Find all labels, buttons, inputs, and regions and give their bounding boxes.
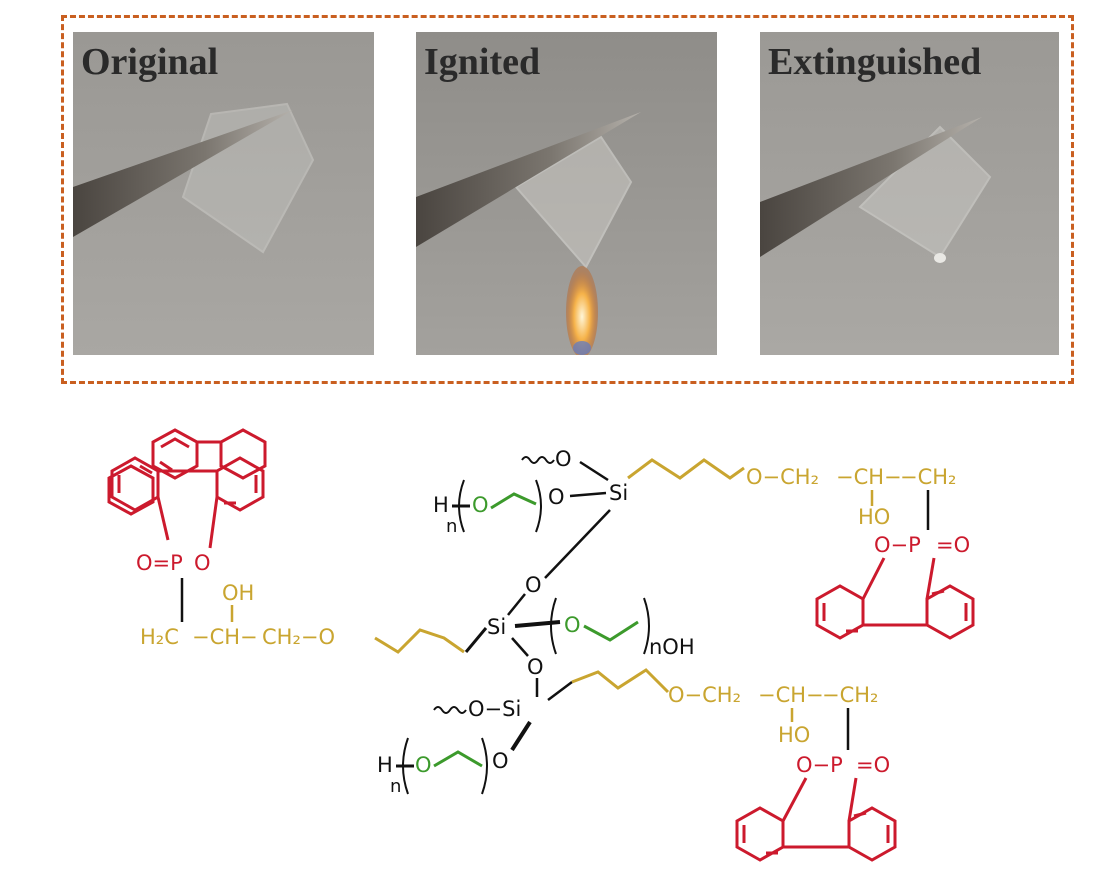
panel-label-original: Original bbox=[81, 41, 219, 83]
chemical-structure-diagram: O=P O H₂C −CH− OH CH₂−O Si O O O nOH O S… bbox=[107, 428, 975, 862]
bond-si-peg-bottom bbox=[510, 720, 532, 752]
panel-label-ignited: Ignited bbox=[424, 41, 541, 83]
atom-h2c-left: H₂C bbox=[140, 625, 179, 649]
atom-o-bottom-peg: O bbox=[492, 749, 509, 773]
atom-o-upper-bridge: O bbox=[525, 573, 542, 597]
atom-n-oh-center: nOH bbox=[649, 635, 695, 659]
bond-si-peg-center bbox=[514, 620, 561, 628]
dopo-group-bottom-right bbox=[735, 777, 897, 862]
atom-h-bottom: H bbox=[377, 753, 393, 777]
peg-chain-top bbox=[490, 492, 537, 510]
atom-eq-o-top: =O bbox=[936, 533, 970, 557]
photo-ignited-image bbox=[416, 32, 717, 355]
atom-ch2-o-left: CH₂−O bbox=[262, 625, 335, 649]
bracket-open-top bbox=[458, 479, 465, 533]
dopo-group-left bbox=[107, 428, 267, 516]
photo-ignited: Ignited bbox=[416, 32, 717, 355]
propyl-chain-top bbox=[627, 458, 745, 480]
atom-o-peg-center: O bbox=[564, 613, 581, 637]
atom-o-top-peg: O bbox=[548, 485, 565, 509]
tweezer-tip bbox=[73, 110, 293, 237]
photo-extinguished-image bbox=[760, 32, 1059, 355]
atom-ho-bottom: HO bbox=[778, 723, 810, 747]
atom-ho-top: HO bbox=[858, 505, 890, 529]
photo-extinguished: Extinguished bbox=[760, 32, 1059, 355]
atom-ch2-bottom: −CH₂ bbox=[822, 683, 878, 707]
atom-o-peg-bottom: O bbox=[415, 753, 432, 777]
atom-n-top: n bbox=[446, 516, 457, 537]
propyl-chain-left bbox=[374, 628, 465, 654]
panel-label-extinguished: Extinguished bbox=[768, 41, 982, 83]
atom-oh-left: OH bbox=[222, 581, 254, 605]
tweezer-tip bbox=[760, 117, 982, 257]
propyl-chain-bottom bbox=[571, 668, 670, 694]
atom-o-eq-p-left: O=P bbox=[136, 551, 183, 575]
peg-chain-bottom bbox=[433, 750, 483, 768]
atom-o-p-top: O−P bbox=[874, 533, 921, 557]
atom-ch-left: −CH− bbox=[192, 625, 258, 649]
wavy-bond-top bbox=[521, 456, 555, 464]
bracket-close-bottom bbox=[481, 737, 488, 795]
bracket-close-center bbox=[643, 597, 650, 655]
photo-panel-frame bbox=[61, 15, 1074, 384]
atom-si-center: Si bbox=[487, 615, 506, 639]
atom-o-top-wavy: O bbox=[555, 447, 572, 471]
atom-o-si-bottom: O−Si bbox=[468, 697, 521, 721]
atom-eq-o-bottom: =O bbox=[856, 753, 890, 777]
photo-original: Original bbox=[73, 32, 374, 355]
bond-o-si-top-peg bbox=[569, 491, 607, 498]
bond-si-propyl bbox=[464, 627, 488, 653]
photo-original-image bbox=[73, 32, 374, 355]
bond-si-o-upper bbox=[507, 593, 526, 616]
dopo-rings-left bbox=[110, 456, 265, 549]
bracket-open-center bbox=[550, 597, 557, 655]
film-sample bbox=[514, 135, 633, 269]
atom-o-lower-bridge: O bbox=[527, 655, 544, 679]
atom-ch2-top: −CH₂ bbox=[900, 465, 956, 489]
flame bbox=[566, 266, 598, 355]
bracket-open-bottom bbox=[402, 737, 409, 795]
atom-o-ch2-bottom: O−CH₂ bbox=[668, 683, 741, 707]
dopo-group-top-right bbox=[815, 557, 975, 640]
atom-o-left-ring: O bbox=[194, 551, 211, 575]
peg-chain-center bbox=[583, 620, 639, 642]
atom-o-peg-top: O bbox=[472, 493, 489, 517]
flame-base bbox=[573, 341, 591, 355]
atom-ch-top: −CH− bbox=[836, 465, 902, 489]
atom-h-top: H bbox=[433, 493, 449, 517]
tweezer-tip bbox=[416, 112, 641, 247]
atom-o-ch2-top: O−CH₂ bbox=[746, 465, 819, 489]
atom-si-top: Si bbox=[609, 481, 628, 505]
bond-o-si-top bbox=[544, 509, 611, 579]
melt-droplet bbox=[934, 253, 946, 263]
atom-ch-bottom: −CH− bbox=[758, 683, 824, 707]
atom-n-bottom: n bbox=[390, 776, 401, 797]
atom-o-p-bottom: O−P bbox=[796, 753, 843, 777]
bond-si-o-lower bbox=[511, 637, 529, 657]
bracket-close-top bbox=[535, 479, 542, 533]
wavy-bond-bottom bbox=[433, 706, 467, 714]
bond-si-propyl-bottom bbox=[547, 681, 573, 701]
bond-o-si-top-wavy bbox=[579, 460, 609, 482]
